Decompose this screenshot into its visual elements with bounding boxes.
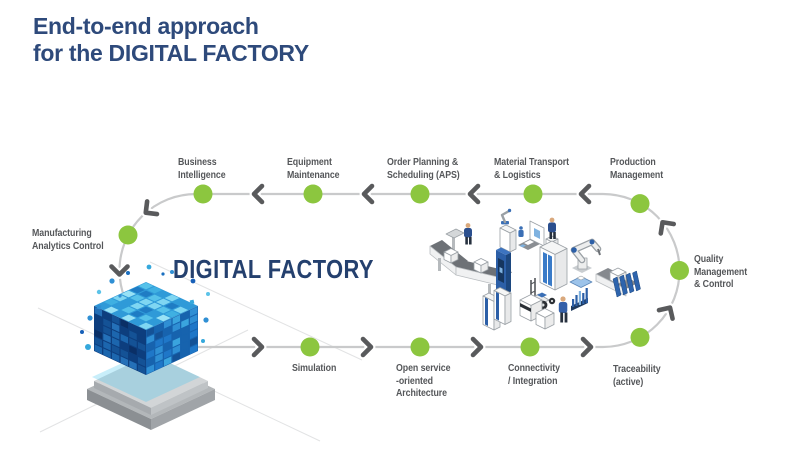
digital-factory-center-label: DIGITAL FACTORY <box>173 254 374 284</box>
node-label-open-service: Open service -oriented Architecture <box>396 362 451 399</box>
node-dot-open-service <box>410 337 430 357</box>
node-dot-equipment <box>303 184 323 204</box>
node-dot-traceability <box>630 327 650 347</box>
node-label-manufacturing-analytics: Manufacturing Analytics Control <box>32 227 104 252</box>
node-dot-material-transport <box>523 184 543 204</box>
node-label-business-intelligence: Business Intelligence <box>178 156 226 181</box>
node-dot-simulation <box>300 337 320 357</box>
node-label-connectivity: Connectivity / Integration <box>508 362 560 387</box>
arrow-up-left-icon <box>656 218 674 234</box>
digital-twin-cube-illustration <box>80 264 215 430</box>
node-label-order-planning: Order Planning & Scheduling (APS) <box>387 156 460 181</box>
node-dots <box>118 184 689 357</box>
node-dot-order-planning <box>410 184 430 204</box>
node-dot-business-intelligence <box>193 184 213 204</box>
node-label-equipment: Equipment Maintenance <box>287 156 340 181</box>
node-label-material-transport: Material Transport & Logistics <box>494 156 569 181</box>
node-dot-quality <box>670 261 689 280</box>
page-title: End-to-end approach for the DIGITAL FACT… <box>33 13 309 66</box>
node-label-traceability: Traceability (active) <box>613 363 661 388</box>
node-dot-production <box>630 194 650 214</box>
arrow-up-right-icon <box>659 303 677 318</box>
node-dot-connectivity <box>520 337 540 357</box>
factory-illustration <box>429 208 641 331</box>
node-label-quality: Quality Management & Control <box>694 253 748 290</box>
cube-particles <box>80 264 210 350</box>
node-dot-manufacturing-analytics <box>118 225 138 245</box>
node-label-production: Production Management <box>610 156 664 181</box>
node-label-simulation: Simulation <box>292 362 337 374</box>
arrow-down-left-icon <box>141 201 157 219</box>
